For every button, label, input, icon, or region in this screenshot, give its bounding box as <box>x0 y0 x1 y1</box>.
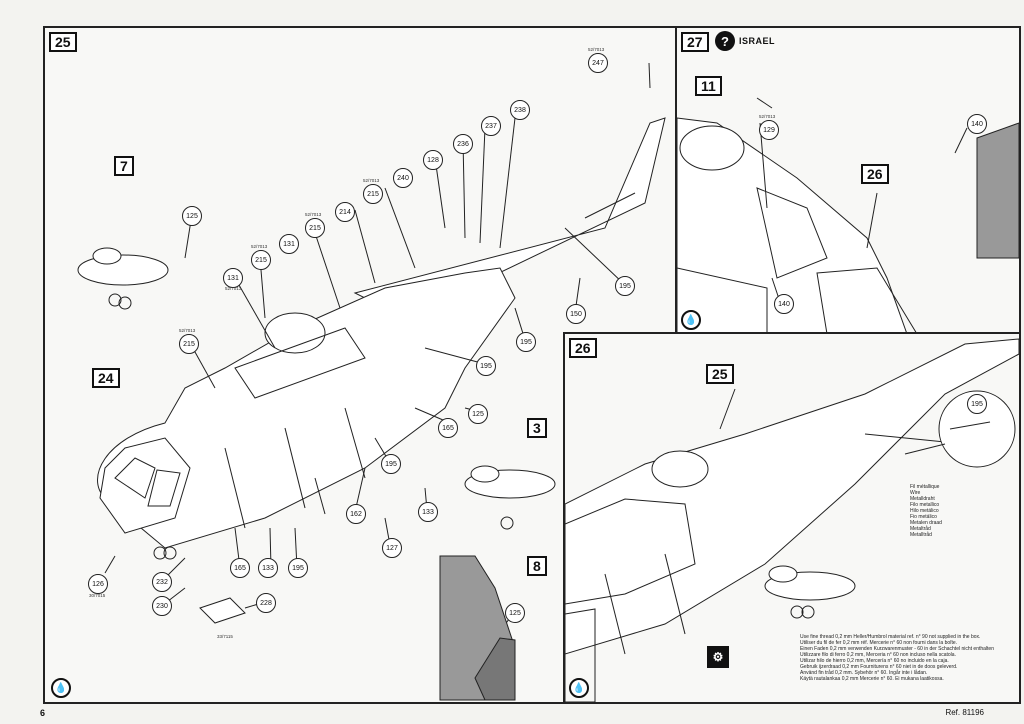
ref-label: 52/7013 <box>759 114 776 119</box>
part-box-8: 8 <box>527 556 547 576</box>
ref-label: 52/7013 <box>179 328 196 333</box>
instruction-line: Utilizar hilo de hierro 0,2 mm, Mercería… <box>800 658 949 664</box>
instructions-block: Use fine thread 0,2 mm Heller/Humbrol ma… <box>800 634 1015 682</box>
callout-125: 125 <box>182 206 202 226</box>
callout-126: 126 <box>88 574 108 594</box>
wire-label-list: Fil métallique Wire Metalldraht Filo met… <box>910 484 942 538</box>
ref-label: 30/7015 <box>89 593 106 598</box>
callout-165: 165 <box>438 418 458 438</box>
wire-label: Metalltråd <box>910 532 932 538</box>
ref-label: 52/7013 <box>251 244 268 249</box>
step-label: 26 <box>569 338 597 358</box>
callout-237: 237 <box>481 116 501 136</box>
callout-215: 215 <box>305 218 325 238</box>
panel-step-26: 26 25 195 Fil métallique Wire Metalldrah… <box>563 332 1021 704</box>
wire-label: Metaltråd <box>910 526 931 532</box>
panel-step-27: 27 ? ISRAEL 11 26 129 140 140 52/7013 💧 <box>675 26 1021 336</box>
step-label: 25 <box>49 32 77 52</box>
callout-140: 140 <box>774 294 794 314</box>
callout-150: 150 <box>566 304 586 324</box>
callout-240: 240 <box>393 168 413 188</box>
instruction-line: Gebruik ijzerdraad 0,2 mm Fourniturens n… <box>800 664 958 670</box>
wire-label: Wire <box>910 490 921 496</box>
instruction-line: Use fine thread 0,2 mm Heller/Humbrol ma… <box>800 634 981 640</box>
callout-129: 129 <box>759 120 779 140</box>
callout-215: 215 <box>179 334 199 354</box>
callout-195: 195 <box>476 356 496 376</box>
glue-drop-icon: 💧 <box>681 310 701 330</box>
callout-195: 195 <box>615 276 635 296</box>
callout-215: 215 <box>251 250 271 270</box>
part-box-26: 26 <box>861 164 889 184</box>
callout-133: 133 <box>418 502 438 522</box>
callout-195: 195 <box>967 394 987 414</box>
callout-195: 195 <box>381 454 401 474</box>
glue-drop-icon: 💧 <box>569 678 589 698</box>
callout-195: 195 <box>516 332 536 352</box>
callout-125: 125 <box>468 404 488 424</box>
step-label: 27 <box>681 32 709 52</box>
ref-label: 33/7115 <box>217 634 233 639</box>
callout-228: 228 <box>256 593 276 613</box>
wire-label: Hilo metálico <box>910 508 939 514</box>
callout-165: 165 <box>230 558 250 578</box>
callout-131: 131 <box>223 268 243 288</box>
callout-127: 127 <box>382 538 402 558</box>
wire-label: Filo metallico <box>910 502 940 508</box>
part-box-25: 25 <box>706 364 734 384</box>
ref-label: 52/7013 <box>225 286 242 291</box>
callout-247: 247 <box>588 53 608 73</box>
helicopter-diagram-step-25 <box>77 62 666 701</box>
callout-232: 232 <box>152 572 172 592</box>
page-number: 6 <box>40 708 46 718</box>
callout-195: 195 <box>288 558 308 578</box>
wire-label: Metalen draad <box>910 520 942 526</box>
callout-125: 125 <box>505 603 525 623</box>
glue-drop-icon: 💧 <box>51 678 71 698</box>
part-box-24: 24 <box>92 368 120 388</box>
helicopter-diagram-step-26 <box>565 338 1019 702</box>
callout-133: 133 <box>258 558 278 578</box>
ref-label: 52/7013 <box>588 47 605 52</box>
callout-230: 230 <box>152 596 172 616</box>
help-icon: ? <box>715 31 735 51</box>
ref-label: 52/7013 <box>305 212 322 217</box>
country-label: ISRAEL <box>739 36 776 46</box>
instruction-line: Käytä rautalankaa 0,2 mm Mercerie n° 60.… <box>800 676 944 682</box>
callout-236: 236 <box>453 134 473 154</box>
helicopter-diagram-step-27 <box>677 97 1019 334</box>
callout-215: 215 <box>363 184 383 204</box>
callout-140: 140 <box>967 114 987 134</box>
part-box-11: 11 <box>695 76 722 96</box>
part-box-7: 7 <box>114 156 134 176</box>
instruction-line: Utilizzare filo di ferro 0,2 mm, Merceri… <box>800 652 956 658</box>
callout-162: 162 <box>346 504 366 524</box>
callout-238: 238 <box>510 100 530 120</box>
wire-label: Metalldraht <box>910 496 935 502</box>
instruction-line: Utiliser du fil de fer 0,2 mm réf. Merce… <box>800 640 958 646</box>
instruction-line: Einen Faden 0,2 mm verwenden Kurzwarenmu… <box>800 646 994 652</box>
callout-214: 214 <box>335 202 355 222</box>
callout-131: 131 <box>279 234 299 254</box>
wire-label: Fio metálico <box>910 514 937 520</box>
ref-label: 52/7013 <box>363 178 380 183</box>
reference-code: Ref. 81196 <box>945 708 984 717</box>
callout-128: 128 <box>423 150 443 170</box>
wire-label: Fil métallique <box>910 484 940 490</box>
thread-spool-icon: ⚙ <box>707 646 729 668</box>
part-box-3: 3 <box>527 418 547 438</box>
instruction-line: Använd fin tråd 0,2 mm. Sybehör n° 60. I… <box>800 670 928 676</box>
